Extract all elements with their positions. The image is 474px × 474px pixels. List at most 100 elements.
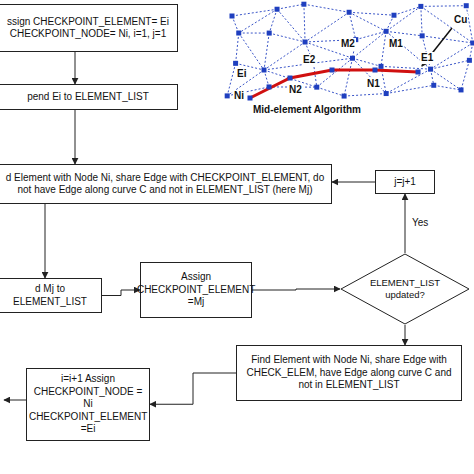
mesh-edge: [264, 33, 269, 70]
curve-c: [250, 70, 418, 98]
node-text: ssign CHECKPOINT_ELEMENT= Ei CHECKPOINT_…: [5, 16, 171, 41]
mesh-edge: [386, 6, 421, 31]
mesh-edge: [394, 6, 421, 15]
curve-label: Cu: [453, 14, 468, 26]
node-text: i=i+1 Assign CHECKPOINT_NODE = Ni CHECKP…: [29, 373, 147, 436]
mesh-node: [379, 64, 384, 69]
exit-line: [4, 400, 28, 401]
mesh-node: [267, 31, 272, 36]
diamond-text: ELEMENT_LIST updated?: [362, 277, 448, 301]
mesh-edge: [264, 70, 269, 87]
process-box: d Element with Node Ni, share Edge with …: [0, 164, 332, 204]
flow-arrow: [405, 194, 406, 253]
mesh-node: [288, 76, 293, 81]
mesh-edge: [422, 36, 473, 43]
mesh-node: [467, 58, 472, 63]
node-text: Find Element with Node Ni, share Edge wi…: [243, 354, 455, 392]
mesh-node: [225, 93, 230, 98]
mesh-node: [236, 31, 241, 36]
process-box: pend Ei to ELEMENT_LIST: [0, 84, 178, 110]
mesh-edge: [386, 85, 434, 93]
node-text: d Element with Node Ni, share Edge with …: [5, 172, 325, 197]
flow-arrow: [102, 290, 140, 296]
node-text: ELEMENT_LIST updated?: [362, 277, 448, 301]
element-label: Ei: [236, 68, 247, 80]
mesh-edge: [421, 5, 466, 7]
mesh-edge: [431, 69, 461, 90]
mesh-edge: [239, 33, 269, 34]
mesh-node: [470, 40, 474, 45]
figure-caption: Mid-element Algorithm: [252, 104, 362, 116]
mesh-node: [267, 84, 272, 89]
flow-arrow: [332, 182, 375, 183]
mesh-node: [275, 7, 280, 12]
mesh-edge: [461, 60, 469, 90]
mesh-node: [301, 2, 306, 7]
node-label: N1: [366, 78, 381, 90]
mesh-edge: [344, 58, 352, 96]
mesh-edge: [313, 63, 316, 87]
mesh-node: [303, 40, 308, 45]
flow-arrow: [405, 325, 406, 345]
mesh-node: [428, 67, 433, 72]
edge-label: Yes: [411, 217, 429, 229]
mesh-edge: [386, 31, 422, 36]
mesh-edge: [239, 9, 277, 33]
element-label: M1: [388, 38, 404, 50]
process-box: j=j+1: [375, 170, 435, 194]
mesh-edge: [349, 12, 386, 31]
mesh-node: [420, 33, 425, 38]
mesh-node: [262, 67, 267, 72]
mesh-edge: [236, 33, 239, 63]
node-text: pend Ei to ELEMENT_LIST: [27, 91, 149, 104]
mesh-node: [373, 68, 378, 73]
mesh-node: [416, 70, 421, 75]
node-text: j=j+1: [394, 176, 416, 189]
node-text: d Mj to ELEMENT_LIST: [5, 283, 95, 308]
mesh-edge: [353, 31, 387, 58]
mesh-edge: [434, 85, 461, 90]
mesh-edge: [353, 58, 387, 93]
element-label: M2: [340, 38, 356, 50]
mesh-node: [384, 91, 389, 96]
mesh-edge: [232, 9, 277, 16]
node-label: Ni: [233, 90, 245, 102]
mesh-edge: [344, 94, 386, 97]
mesh-node: [230, 14, 235, 19]
mesh-node: [391, 13, 396, 18]
process-box: ssign CHECKPOINT_ELEMENT= Ei CHECKPOINT_…: [0, 4, 178, 52]
mesh-node: [248, 96, 253, 101]
flow-arrow: [45, 204, 46, 278]
flow-arrow: [252, 289, 340, 290]
process-box: d Mj to ELEMENT_LIST: [0, 278, 102, 313]
mesh-edge: [381, 31, 386, 66]
mesh-node: [384, 29, 389, 34]
mesh-edge: [239, 33, 264, 70]
mesh-node: [459, 87, 464, 92]
mesh-edge: [349, 12, 356, 39]
mesh-edge: [264, 42, 305, 70]
mesh-edge: [304, 4, 305, 42]
mesh-edge: [421, 6, 473, 43]
mesh-edge: [304, 4, 349, 12]
decision-diamond: ELEMENT_LIST updated?: [340, 253, 470, 325]
mesh-node: [350, 56, 355, 61]
mesh-edge: [313, 58, 352, 63]
mesh-node: [342, 94, 347, 99]
mesh-edge: [317, 87, 344, 96]
mesh-edge: [381, 66, 431, 69]
mesh-edge: [356, 31, 386, 39]
diamond-shape: [341, 254, 469, 324]
mesh-node: [347, 10, 352, 15]
mesh-edge: [269, 33, 305, 42]
node-label: N2: [288, 84, 303, 96]
flow-arrow: [150, 373, 236, 404]
mesh-edge: [469, 43, 472, 60]
mesh-node: [233, 61, 238, 66]
process-box: Find Element with Node Ni, share Edge wi…: [236, 345, 462, 401]
process-box: i=i+1 Assign CHECKPOINT_NODE = Ni CHECKP…: [26, 368, 150, 441]
mesh-edge: [232, 16, 239, 33]
mesh-edge: [431, 60, 470, 69]
element-label: E2: [302, 54, 316, 66]
